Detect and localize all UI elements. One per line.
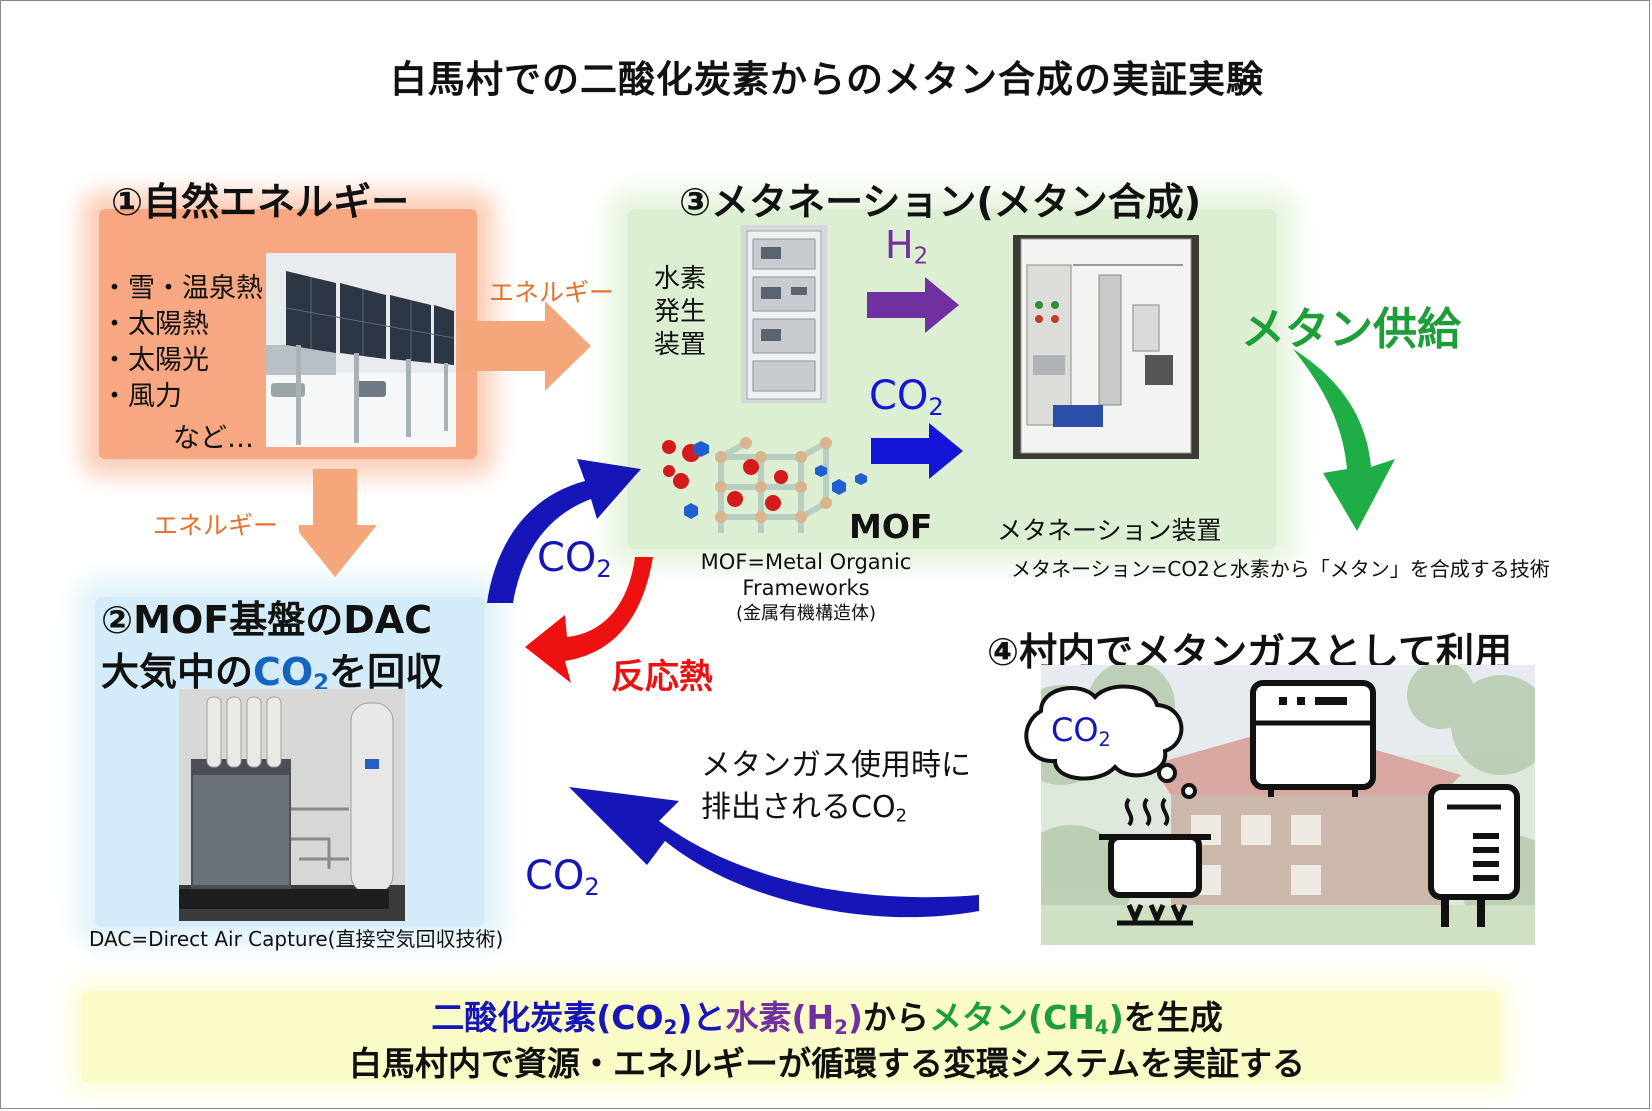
- mof-definition: MOF=Metal Organic Frameworks (金属有機構造体): [700, 550, 912, 624]
- energy-source-item: ・風力: [101, 381, 182, 412]
- hydrogen-device-label: 水素 発生 装置: [654, 264, 707, 360]
- methane-supply-arrow: [1293, 349, 1395, 531]
- heater-icon: [1250, 680, 1376, 797]
- reaction-heat-label: 反応熱: [611, 657, 713, 697]
- energy-source-item: ・太陽熱: [101, 309, 209, 340]
- methanation-definition: メタネーション=CO2と水素から「メタン」を合成する技術: [1011, 557, 1550, 581]
- co2-arrow-dac-to-mof: [487, 459, 641, 603]
- section-methanation-heading: ③メタネーション(メタン合成): [679, 180, 1202, 224]
- mof-structure-illustration: [662, 437, 867, 533]
- section-dac-subheading: 大気中のCO2を回収: [101, 650, 444, 697]
- energy-arrow-down: [299, 469, 377, 577]
- energy-label-right: エネルギー: [489, 278, 615, 307]
- co2-thought-bubble: [1024, 684, 1197, 799]
- summary-line-2: 白馬村内で資源・エネルギーが循環する変環システムを実証する: [348, 1044, 1305, 1083]
- methanation-device-label: メタネーション装置: [997, 516, 1222, 545]
- section-dac-heading: ②MOF基盤のDAC: [101, 598, 433, 642]
- methane-supply-label: メタン供給: [1241, 304, 1461, 355]
- cooking-pot-icon: [1099, 797, 1211, 926]
- section-energy-heading: ①自然エネルギー: [111, 180, 410, 224]
- mof-label: MOF: [849, 507, 933, 546]
- co2-label-bottom: CO2: [525, 853, 600, 901]
- energy-source-item: ・太陽光: [101, 345, 209, 376]
- energy-arrow-right: [457, 301, 591, 391]
- co2-label-bubble: CO2: [1051, 711, 1111, 751]
- hydrogen-generator-photo: [741, 225, 827, 403]
- dac-equipment-photo: [179, 689, 405, 921]
- summary-panel: [81, 991, 1501, 1083]
- energy-source-item: など…: [173, 423, 254, 454]
- emitted-co2-text: メタンガス使用時に 排出されるCO2: [701, 748, 971, 827]
- co2-arrow-right: [871, 423, 963, 479]
- summary-line-1: 二酸化炭素(CO2)と水素(H2)からメタン(CH4)を生成: [431, 998, 1223, 1039]
- co2-label-dac: CO2: [537, 535, 612, 583]
- water-heater-icon: [1428, 784, 1520, 927]
- h2-arrow: [867, 277, 959, 333]
- reaction-heat-arrow: [525, 557, 653, 683]
- energy-label-down: エネルギー: [153, 511, 279, 540]
- co2-emission-arrow: [569, 787, 979, 918]
- dac-definition: DAC=Direct Air Capture(直接空気回収技術): [89, 927, 504, 951]
- methanation-device-photo: [1013, 235, 1199, 459]
- co2-label-top: CO2: [869, 373, 944, 421]
- solar-panel-photo: [266, 253, 456, 447]
- energy-source-item: ・雪・温泉熱: [101, 273, 263, 304]
- h2-label: H2: [885, 223, 929, 270]
- page-title: 白馬村での二酸化炭素からのメタン合成の実証実験: [390, 58, 1264, 101]
